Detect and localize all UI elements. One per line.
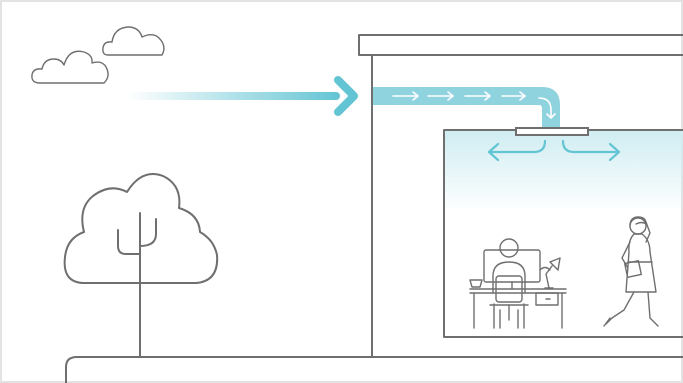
cloud-icon	[31, 50, 109, 84]
building-roof	[358, 34, 683, 56]
cloud-icon	[102, 26, 165, 56]
tree-icon	[63, 173, 219, 284]
arrow-right-icon	[464, 91, 491, 101]
arrow-left-icon	[487, 139, 547, 162]
arrow-right-icon	[561, 139, 621, 162]
duct-flow-arrows	[392, 91, 556, 119]
arrow-down-icon	[538, 97, 556, 119]
intake-airflow	[128, 92, 340, 100]
ground	[65, 356, 683, 383]
lamp-icon	[539, 257, 561, 289]
arrow-right-icon	[392, 91, 419, 101]
ceiling-diffuser	[515, 127, 589, 136]
arrow-right-icon	[427, 91, 454, 101]
arrow-right-icon	[501, 91, 526, 101]
arrow-right-icon	[334, 76, 358, 116]
tree-branch	[117, 218, 157, 255]
air-duct	[373, 87, 560, 127]
person-on-phone-icon	[603, 216, 659, 327]
person-at-desk-icon	[469, 238, 567, 329]
